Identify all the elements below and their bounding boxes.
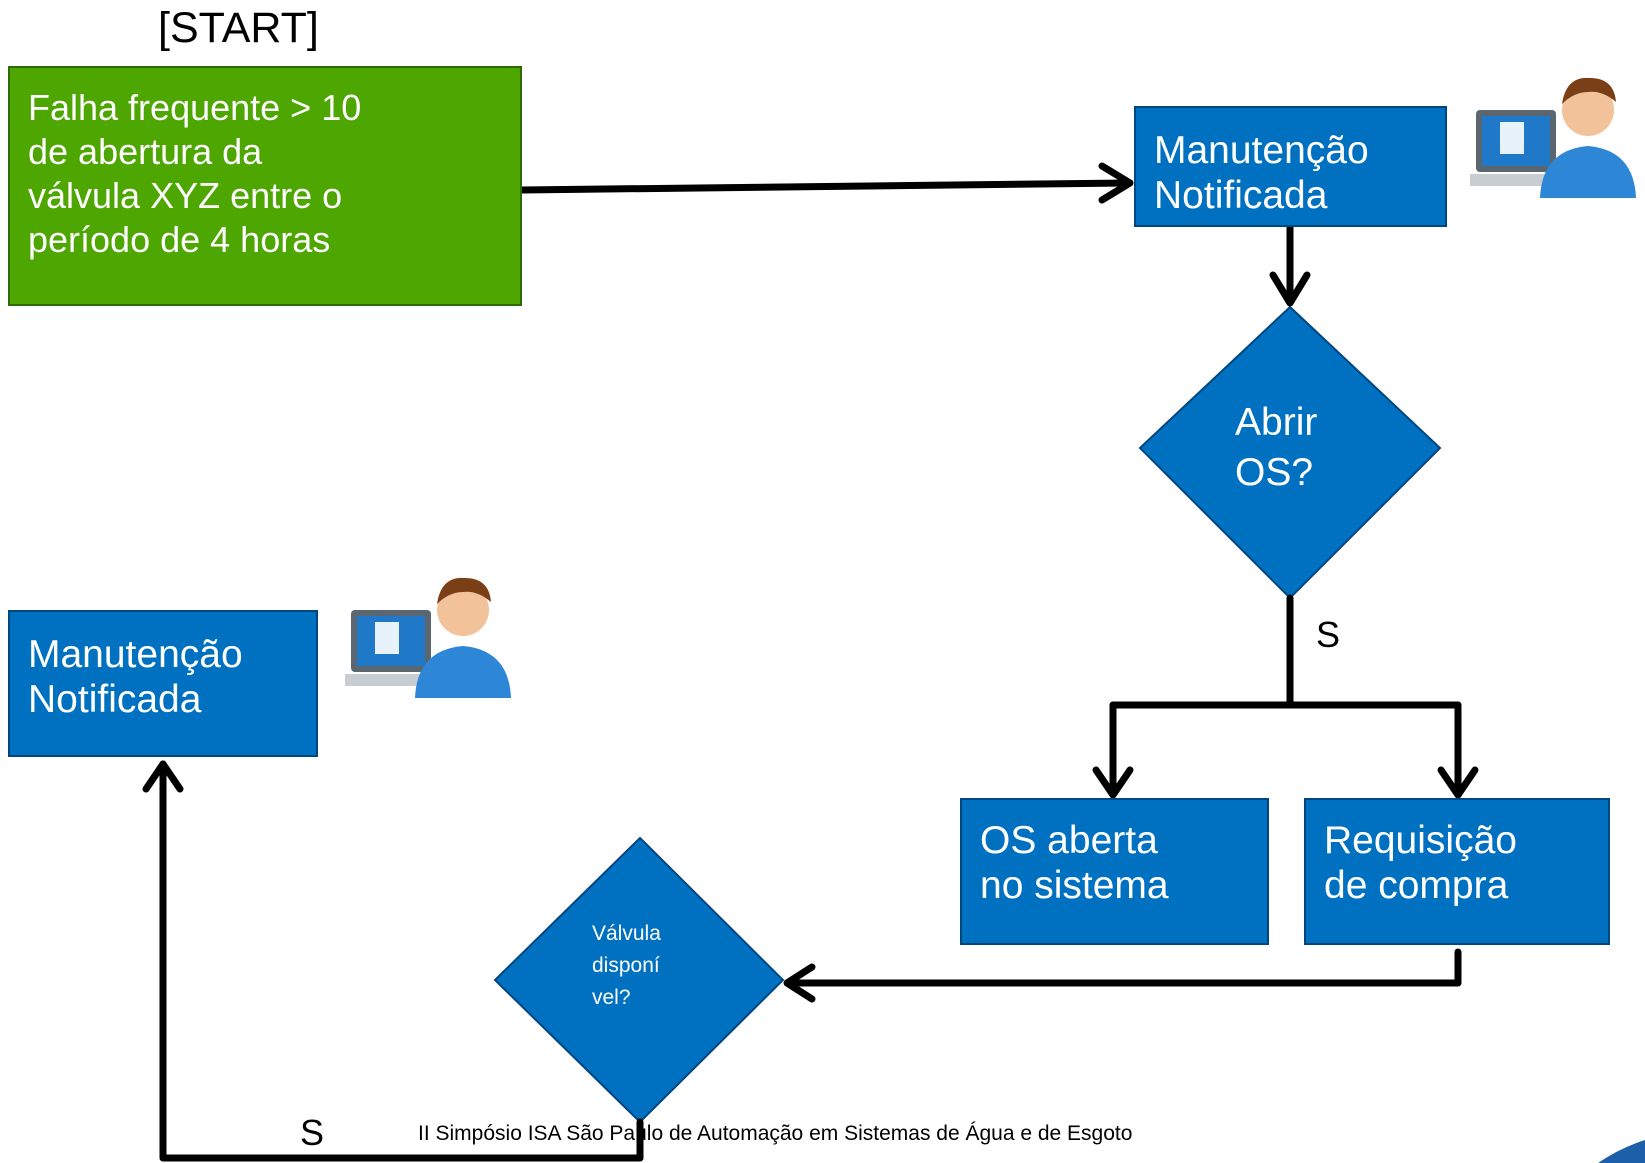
user-laptop-icon <box>345 570 515 710</box>
purchase-request-line: Requisição <box>1324 819 1517 862</box>
decision-open-os-line: Abrir <box>1235 401 1318 444</box>
os-opened-line: OS aberta <box>980 819 1158 862</box>
trigger-text-line: de abertura da <box>28 131 263 172</box>
trigger-text-line: válvula XYZ entre o <box>28 175 343 216</box>
maintenance-notified-top-line: Manutenção <box>1154 129 1369 172</box>
connector-purchase-to-valve <box>785 948 1462 987</box>
decision-valve-label: Válvula disponí vel? <box>592 918 661 1014</box>
decision-valve-line: vel? <box>592 986 631 1009</box>
os-opened-box: OS aberta no sistema <box>960 798 1269 945</box>
arrowhead-notified-top <box>1098 162 1134 204</box>
start-label: [START] <box>158 4 319 52</box>
arrowhead-decision-open <box>1269 271 1311 307</box>
purchase-request-box: Requisição de compra <box>1304 798 1610 945</box>
maintenance-notified-top-line: Notificada <box>1154 174 1328 217</box>
yes-label-valve: S <box>300 1112 325 1153</box>
maintenance-notified-bottom-line: Manutenção <box>28 633 243 676</box>
maintenance-notified-bottom-box: Manutenção Notificada <box>8 610 318 757</box>
user-laptop-icon <box>1470 70 1640 210</box>
decision-valve-line: disponí <box>592 954 660 977</box>
purchase-request-line: de compra <box>1324 864 1509 907</box>
arrowhead-purchase-request <box>1437 766 1479 799</box>
trigger-text-line: Falha frequente > 10 <box>28 87 362 128</box>
arrowhead-valve-decision <box>783 963 816 1003</box>
maintenance-notified-bottom-line: Notificada <box>28 678 202 721</box>
maintenance-notified-top-box: Manutenção Notificada <box>1134 106 1447 227</box>
decision-open-os-label: Abrir OS? <box>1235 398 1317 498</box>
footer-text: II Simpósio ISA São Paulo de Automação e… <box>418 1122 1133 1145</box>
arrowhead-os-opened <box>1092 766 1134 799</box>
connector-valve-to-notified <box>159 760 644 1162</box>
trigger-box: Falha frequente > 10 de abertura da válv… <box>8 66 522 306</box>
trigger-text-line: período de 4 horas <box>28 219 331 260</box>
os-opened-line: no sistema <box>980 864 1169 907</box>
arrowhead-notified-bottom <box>142 760 184 793</box>
yes-label-open-os: S <box>1316 614 1341 655</box>
connector-trigger-to-notified <box>518 179 1132 194</box>
decision-open-os-line: OS? <box>1235 451 1314 494</box>
decision-valve-line: Válvula <box>592 922 661 945</box>
